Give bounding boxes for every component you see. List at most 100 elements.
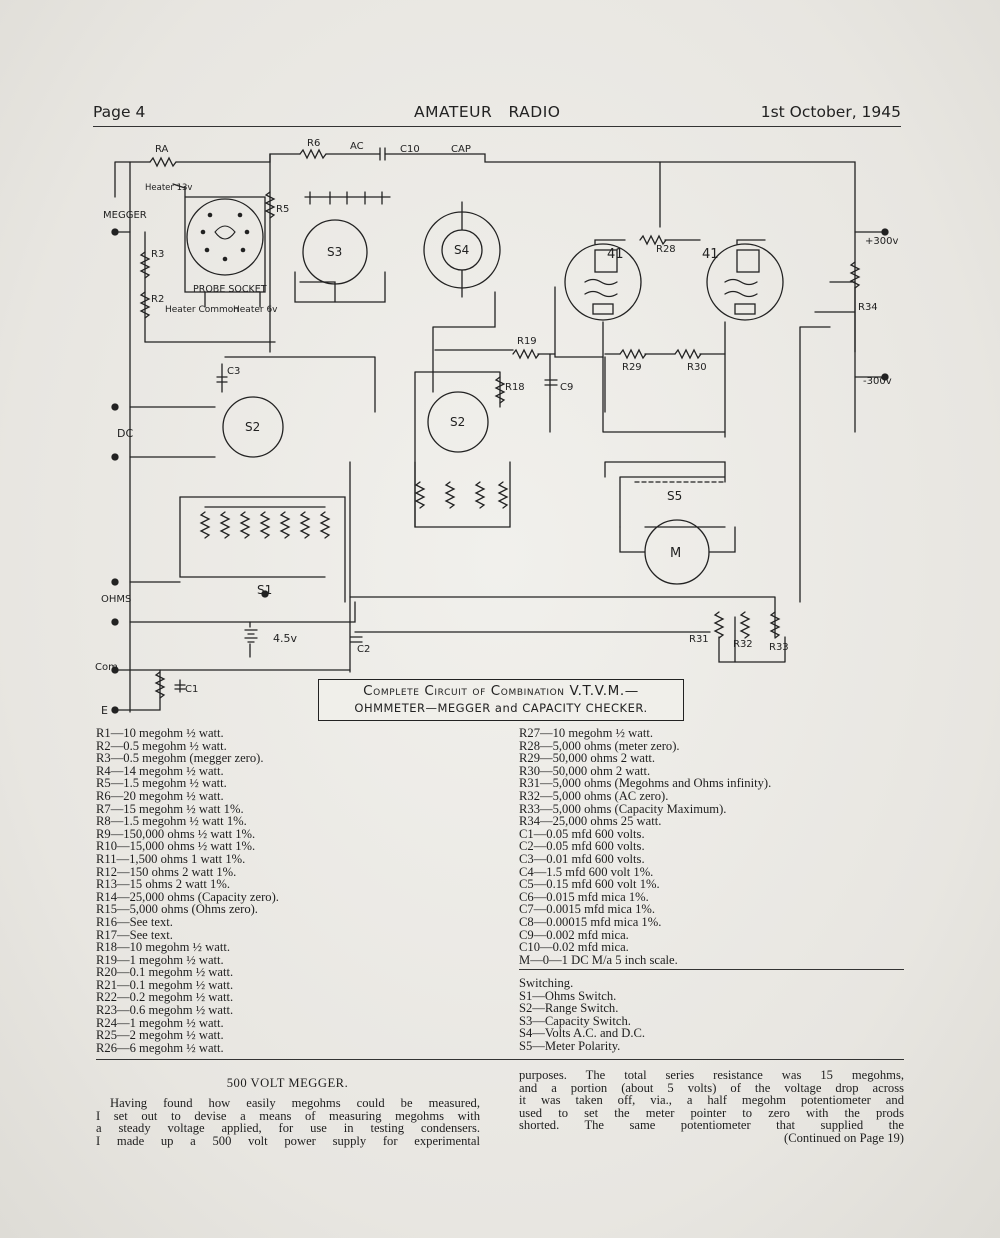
switching-item: S4—Volts A.C. and D.C. xyxy=(519,1026,646,1041)
r34-label: R34 xyxy=(858,302,878,313)
r3-label: R3 xyxy=(151,249,164,260)
com-label: Com xyxy=(95,662,118,673)
cap-label: CAP xyxy=(451,144,471,155)
part-item: R7—15 megohm ½ watt 1%. xyxy=(96,801,244,816)
r33-label: R33 xyxy=(769,642,789,653)
part-item: R9—150,000 ohms ½ watt 1%. xyxy=(96,826,256,841)
part-item: R27—10 megohm ½ watt. xyxy=(519,726,653,740)
part-item: R5—1.5 megohm ½ watt. xyxy=(96,776,227,791)
r19-label: R19 xyxy=(517,336,537,347)
ra-label: RA xyxy=(155,144,169,155)
r28-label: R28 xyxy=(656,244,676,255)
part-item: C1—0.05 mfd 600 volts. xyxy=(519,826,645,841)
part-item: C6—0.015 mfd mica 1%. xyxy=(519,889,649,904)
r18-label: R18 xyxy=(505,382,525,393)
part-item: R26—6 megohm ½ watt. xyxy=(96,1040,224,1055)
tube1-label: 41 xyxy=(607,247,624,262)
text-line: purposes. The total series resistance wa… xyxy=(519,1068,904,1082)
caption-line-2: OHMMETER—MEGGER and CAPACITY CHECKER. xyxy=(354,701,648,715)
heater-6v-label: Heater 6v xyxy=(233,305,278,315)
article-text-right: purposes. The total series resistance wa… xyxy=(519,1069,904,1145)
part-item: R32—5,000 ohms (AC zero). xyxy=(519,788,669,803)
e-label: E xyxy=(101,704,108,717)
switching-item: S5—Meter Polarity. xyxy=(519,1038,621,1053)
part-item: C2—0.05 mfd 600 volts. xyxy=(519,839,645,854)
part-item: R19—1 megohm ½ watt. xyxy=(96,952,224,967)
c10-label: C10 xyxy=(400,144,420,155)
meter-label: M xyxy=(670,546,681,561)
part-item: R25—2 megohm ½ watt. xyxy=(96,1028,224,1043)
r29-label: R29 xyxy=(622,362,642,373)
part-item: C10—0.02 mfd mica. xyxy=(519,940,629,955)
caption-line-1: Complete Circuit of Combination V.T.V.M.… xyxy=(363,683,639,699)
page-number: Page 4 xyxy=(93,103,146,121)
r6-label: R6 xyxy=(307,138,320,149)
s5-label: S5 xyxy=(667,489,682,503)
c2-label: C2 xyxy=(357,644,370,655)
c3-label: C3 xyxy=(227,366,240,377)
part-item: R16—See text. xyxy=(96,914,173,929)
part-item: R8—1.5 megohm ½ watt 1%. xyxy=(96,814,247,829)
part-item: R17—See text. xyxy=(96,927,173,942)
schematic-caption: Complete Circuit of Combination V.T.V.M.… xyxy=(318,679,684,721)
text-line: and a portion (about 5 volts) of the vol… xyxy=(519,1080,904,1095)
s1-label: S1 xyxy=(257,583,272,597)
part-item: R10—15,000 ohms ½ watt 1%. xyxy=(96,839,256,854)
part-item: R24—1 megohm ½ watt. xyxy=(96,1015,224,1030)
heater-13v-label: Heater 13v xyxy=(145,183,192,193)
part-item: R21—0.1 megohm ½ watt. xyxy=(96,977,234,992)
parts-list-left: R1—10 megohm ½ watt. R2—0.5 megohm ½ wat… xyxy=(96,727,496,1054)
part-item: R20—0.1 megohm ½ watt. xyxy=(96,965,234,980)
article-rule xyxy=(96,1059,904,1060)
part-item: R11—1,500 ohms 1 watt 1%. xyxy=(96,851,246,866)
part-item: R2—0.5 megohm ½ watt. xyxy=(96,738,227,753)
part-item: R33—5,000 ohms (Capacity Maximum). xyxy=(519,801,727,816)
c9-label: C9 xyxy=(560,382,573,393)
r5-label: R5 xyxy=(276,204,289,215)
parts-list-right: R27—10 megohm ½ watt. R28—5,000 ohms (me… xyxy=(519,727,904,966)
part-item: R1—10 megohm ½ watt. xyxy=(96,726,224,740)
ac-label: AC xyxy=(350,141,364,152)
part-item: R12—150 ohms 2 watt 1%. xyxy=(96,864,237,879)
part-item: R3—0.5 megohm (megger zero). xyxy=(96,751,264,766)
dc-label: DC xyxy=(117,427,133,440)
part-item: C5—0.15 mfd 600 volt 1%. xyxy=(519,877,660,892)
r31-label: R31 xyxy=(689,634,709,645)
probe-socket-label: PROBE SOCKET xyxy=(193,284,267,295)
circuit-schematic: S3 S4 41 41 xyxy=(95,138,898,717)
switching-item: S2—Range Switch. xyxy=(519,1001,619,1016)
part-item: C7—0.0015 mfd mica 1%. xyxy=(519,902,656,917)
part-item: R22—0.2 megohm ½ watt. xyxy=(96,990,234,1005)
r30-label: R30 xyxy=(687,362,707,373)
s3-label: S3 xyxy=(327,245,342,259)
minus300-label: -300v xyxy=(863,376,892,387)
part-item: C9—0.002 mfd mica. xyxy=(519,927,629,942)
switching-list: Switching. S1—Ohms Switch. S2—Range Swit… xyxy=(519,977,904,1053)
text-line: I made up a 500 volt power supply for ex… xyxy=(96,1133,480,1148)
part-item: R14—25,000 ohms (Capacity zero). xyxy=(96,889,279,904)
r32-label: R32 xyxy=(733,639,753,650)
s4-label: S4 xyxy=(454,243,469,257)
text-line: shorted. The same potentiometer that sup… xyxy=(519,1118,904,1133)
ohms-label: OHMS xyxy=(101,594,131,605)
text-line: a steady voltage applied, for use in tes… xyxy=(96,1121,480,1136)
part-item: R30—50,000 ohm 2 watt. xyxy=(519,763,651,778)
part-item: R23—0.6 megohm ½ watt. xyxy=(96,1003,234,1018)
r2-label: R2 xyxy=(151,294,164,305)
part-item: C4—1.5 mfd 600 volt 1%. xyxy=(519,864,654,879)
issue-date: 1st October, 1945 xyxy=(760,103,901,121)
part-item: R18—10 megohm ½ watt. xyxy=(96,940,230,955)
megger-label: MEGGER xyxy=(103,210,147,221)
tube2-label: 41 xyxy=(702,247,719,262)
plus300-label: +300v xyxy=(865,236,898,247)
magazine-title: AMATEUR RADIO xyxy=(414,103,561,121)
switching-item: S3—Capacity Switch. xyxy=(519,1013,631,1028)
text-line: it was taken off, via., a half megohm po… xyxy=(519,1093,904,1108)
header-rule xyxy=(93,126,901,127)
part-item: R29—50,000 ohms 2 watt. xyxy=(519,751,656,766)
part-item: R28—5,000 ohms (meter zero). xyxy=(519,738,680,753)
s2-right-label: S2 xyxy=(450,415,465,429)
part-item: R31—5,000 ohms (Megohms and Ohms infinit… xyxy=(519,776,772,791)
part-item: R34—25,000 ohms 25 watt. xyxy=(519,814,662,829)
